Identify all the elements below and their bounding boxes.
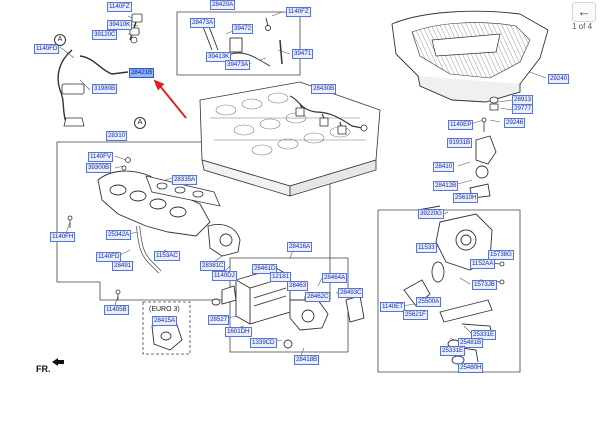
part-number-label-1140fz[interactable]: 1140FZ — [107, 2, 132, 12]
marker-a-upper: A — [54, 34, 66, 46]
part-number-label-25480h[interactable]: 25480H — [458, 363, 484, 373]
part-number-label-91931b[interactable]: 91931B — [447, 138, 473, 148]
part-number-label-29240[interactable]: 29240 — [548, 74, 570, 84]
part-number-label-1140fv[interactable]: 1140FV — [88, 152, 113, 162]
part-number-label-39413k[interactable]: 39413K — [206, 52, 232, 62]
part-number-label-11533[interactable]: 11533 — [416, 243, 437, 253]
part-number-label-28415a[interactable]: 28415A — [152, 316, 178, 326]
part-number-label-1339cd[interactable]: 1339CD — [250, 338, 277, 348]
part-number-label-31980b[interactable]: 31980B — [92, 84, 118, 94]
part-number-label-1140fd[interactable]: 1140FD — [34, 44, 60, 54]
water-outlet — [403, 135, 497, 365]
marker-a-lower: A — [134, 117, 146, 129]
euro3-part — [151, 321, 183, 351]
part-number-label-28412b[interactable]: 28412B — [433, 181, 459, 191]
euro3-note: (EURO 3) — [149, 306, 180, 313]
part-number-label-39300b[interactable]: 39300B — [86, 163, 112, 173]
part-number-label-15738g[interactable]: 15738G — [488, 250, 514, 260]
part-number-label-28464a[interactable]: 28464A — [322, 273, 348, 283]
part-number-label-28416a[interactable]: 28416A — [287, 242, 313, 252]
part-number-label-29777[interactable]: 29777 — [512, 104, 534, 114]
part-number-label-1140fd[interactable]: 1140FD — [96, 252, 122, 262]
part-number-label-28421b[interactable]: 28421B — [129, 68, 155, 78]
part-number-label-1140et[interactable]: 1140ET — [380, 302, 405, 312]
front-direction-arrow — [52, 358, 64, 366]
part-number-label-1140fz[interactable]: 1140FZ — [286, 7, 311, 17]
page-indicator: 1 of 4 — [572, 22, 593, 31]
part-number-label-28381c[interactable]: 28381C — [200, 261, 226, 271]
part-number-label-1152aa[interactable]: 1152AA — [470, 259, 496, 269]
part-number-label-25500a[interactable]: 25500A — [416, 297, 442, 307]
part-number-label-12181[interactable]: 12181 — [270, 272, 292, 282]
part-number-label-25342a[interactable]: 25342A — [106, 230, 132, 240]
part-number-label-28463[interactable]: 28463 — [287, 281, 309, 291]
part-number-label-28420a[interactable]: 28420A — [210, 0, 236, 10]
cylinder-head — [199, 81, 381, 197]
part-number-label-1140dj[interactable]: 1140DJ — [212, 271, 237, 281]
arrow-left-icon: ← — [577, 4, 591, 19]
part-number-label-28335a[interactable]: 28335A — [172, 175, 198, 185]
part-number-label-25610h[interactable]: 25610H — [453, 193, 479, 203]
part-number-label-1140ep[interactable]: 1140EP — [448, 120, 474, 130]
manifold-gasket — [145, 175, 221, 207]
part-number-label-28473a[interactable]: 28473A — [190, 18, 216, 28]
part-number-label-39220g[interactable]: 39220G — [418, 209, 444, 219]
part-number-label-39410k[interactable]: 39410K — [107, 20, 133, 30]
part-number-label-28527[interactable]: 28527 — [208, 315, 230, 325]
part-number-label-1573jb[interactable]: 1573JB — [472, 280, 497, 290]
frame-euro3 — [142, 301, 191, 355]
frame-injector-group — [176, 11, 301, 76]
part-number-label-28430b[interactable]: 28430B — [311, 84, 337, 94]
highlight-arrow — [153, 79, 187, 119]
exhaust-manifold — [97, 170, 211, 274]
part-number-label-28491[interactable]: 28491 — [112, 261, 134, 271]
frame-thermostat-group — [377, 209, 521, 373]
part-number-label-39120c[interactable]: 39120C — [92, 30, 118, 40]
front-direction-label: FR. — [36, 364, 51, 374]
part-number-label-28462c[interactable]: 28462C — [305, 292, 331, 302]
frame-egr-group — [229, 257, 349, 353]
part-number-label-25331e[interactable]: 25331E — [471, 330, 497, 340]
part-number-label-39471[interactable]: 39471 — [292, 49, 314, 59]
part-number-label-11405b[interactable]: 11405B — [104, 305, 129, 315]
part-number-label-28493c[interactable]: 28493C — [338, 288, 364, 298]
part-number-label-1153ac[interactable]: 1153AC — [154, 251, 180, 261]
back-arrow-button[interactable]: ← — [572, 2, 596, 22]
engine-cover — [391, 10, 549, 103]
part-number-label-28310[interactable]: 28310 — [106, 131, 128, 141]
part-number-label-25481b[interactable]: 25481B — [458, 338, 484, 348]
part-number-label-25331e[interactable]: 25331E — [440, 346, 466, 356]
part-number-label-28410[interactable]: 28410 — [433, 162, 455, 172]
part-number-label-28418b[interactable]: 28418B — [294, 355, 320, 365]
part-number-label-1601dh[interactable]: 1601DH — [225, 327, 252, 337]
part-number-label-28461d[interactable]: 28461D — [252, 264, 278, 274]
part-number-label-25621f[interactable]: 25621F — [403, 310, 428, 320]
part-number-label-29246[interactable]: 29246 — [504, 118, 526, 128]
part-number-label-1140fh[interactable]: 1140FH — [50, 232, 76, 242]
egr-cooler-pipe — [207, 224, 241, 257]
part-number-label-39473a[interactable]: 39473A — [225, 60, 251, 70]
part-number-label-39472[interactable]: 39472 — [232, 24, 254, 34]
